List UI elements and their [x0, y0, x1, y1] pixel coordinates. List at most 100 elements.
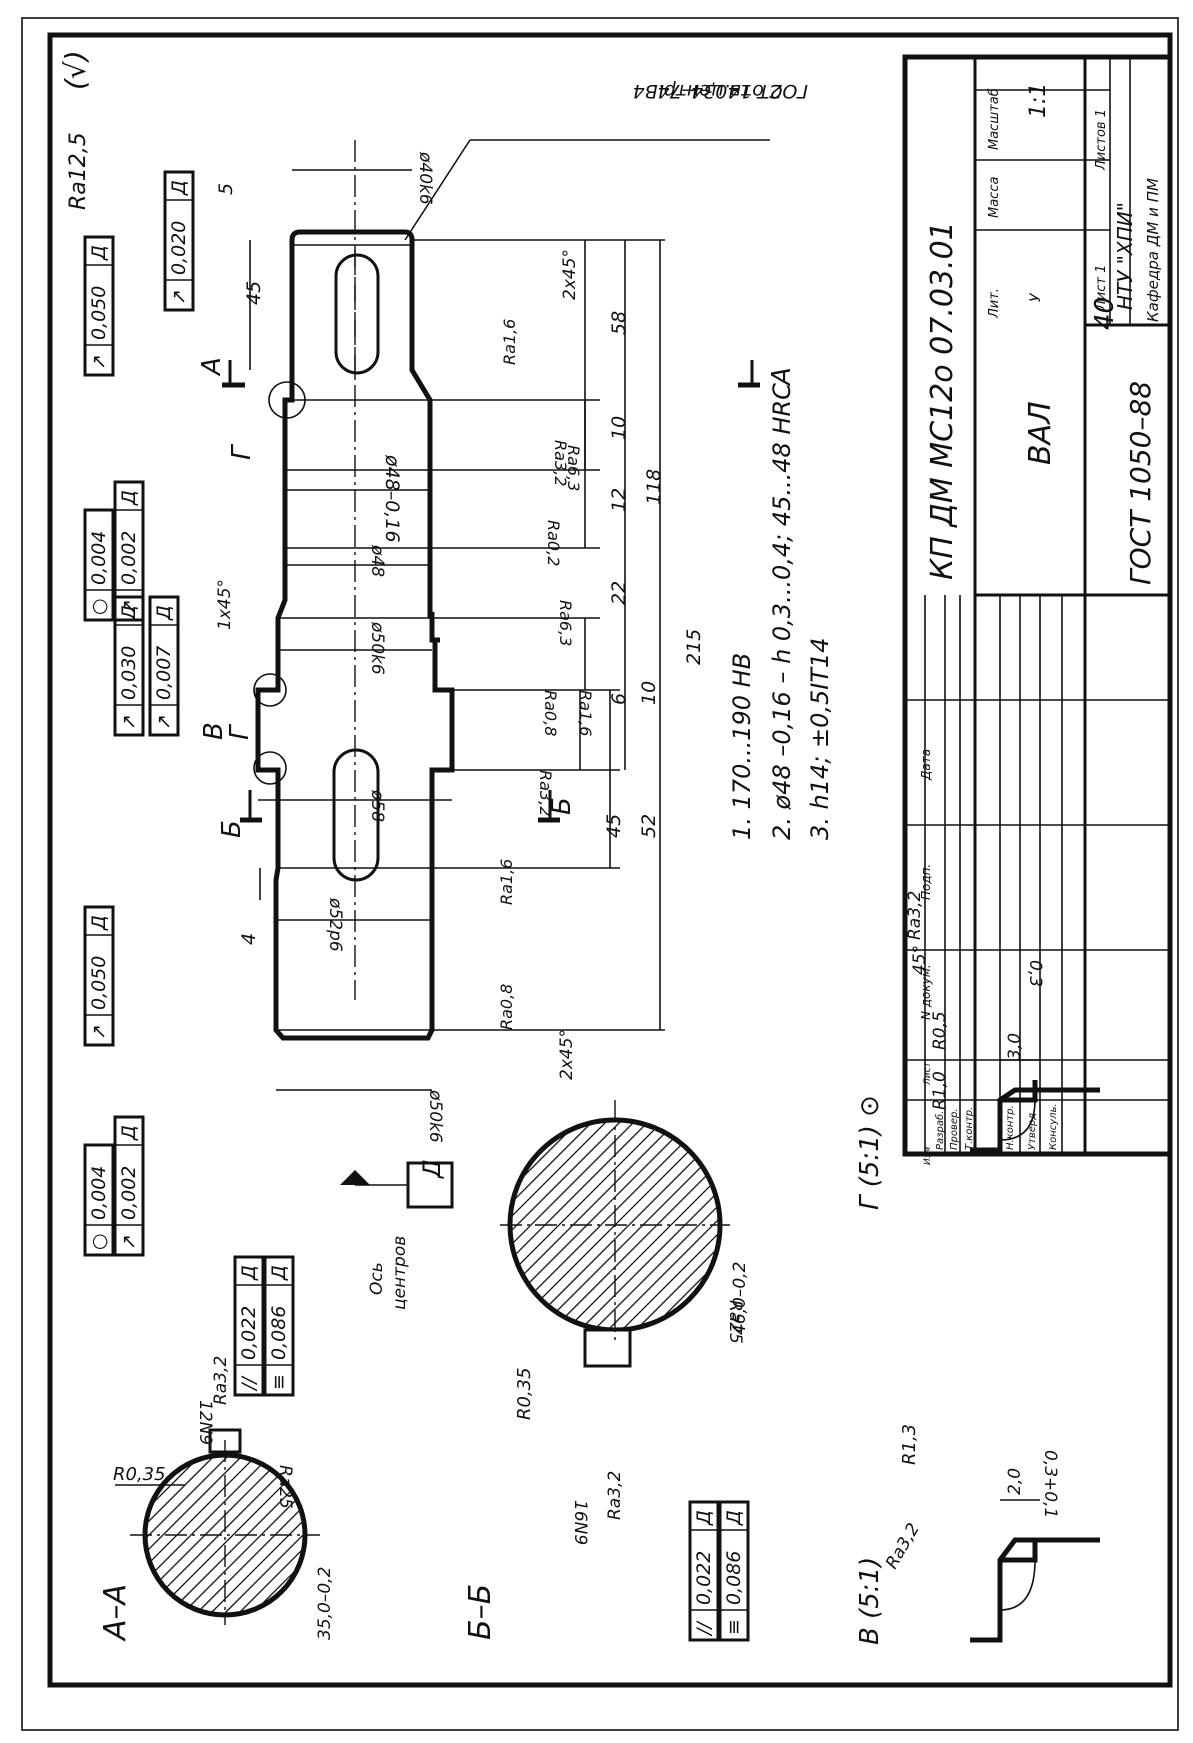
section-bb-radius: R0,35: [514, 1367, 535, 1420]
title-material-number: 40: [1090, 297, 1120, 330]
tolerance-symbol: ↗: [118, 714, 140, 730]
rev-header-list: Лист: [923, 1061, 933, 1086]
shaft-outline: [255, 229, 455, 1041]
tolerance-datum: Д: [693, 1510, 715, 1526]
hatch-line: [250, 1455, 305, 1615]
section-bb-roughness: Ra3,2: [605, 1471, 625, 1520]
general-roughness-check-icon: (√): [59, 50, 92, 90]
hatch-line: [510, 1120, 525, 1330]
detail-g-angle: 45°: [910, 945, 930, 975]
section-aa-keyway: 12N9: [195, 1400, 215, 1445]
center-hole-note-line2: ГОСТ 14034–74: [657, 80, 808, 102]
chamfer-middle: 1х45°: [215, 579, 235, 630]
tolerance-symbol: //: [238, 1375, 260, 1392]
detail-v-mark-circle-lower: [253, 751, 287, 785]
tolerance-datum: Д: [88, 245, 110, 261]
tolerance-value: 0,004: [88, 531, 110, 585]
roughness-ra16-mid: Ra1,6: [576, 690, 595, 736]
detail-mark-v: В: [199, 722, 229, 740]
section-aa-hatching: [145, 1455, 305, 1615]
role-developer: Разраб.: [934, 1111, 946, 1150]
rev-header-doc: N докум.: [919, 964, 933, 1020]
cut-mark-a-top: А: [197, 357, 227, 377]
general-roughness-value: Ra12,5: [66, 132, 91, 210]
title-scale-value: 1:1: [1026, 83, 1051, 118]
hatch-line: [621, 1120, 720, 1330]
hatch-line: [510, 1120, 567, 1330]
hatch-line: [236, 1455, 305, 1615]
role-norm-control: Н.контр.: [1005, 1105, 1016, 1150]
roughness-ra63-b: Ra6,3: [556, 600, 575, 646]
keyway-lower: [332, 748, 380, 882]
tolerance-value: 0,007: [153, 646, 175, 700]
tolerance-datum: Д: [168, 180, 190, 196]
rev-header-date: Дата: [919, 749, 933, 781]
detail-v-dim: 0,3+0,1: [1040, 1450, 1060, 1518]
tolerance-symbol: //: [693, 1620, 715, 1637]
roughness-ra02: Ra0,2: [544, 520, 563, 566]
dim-d48: ø48: [367, 544, 387, 577]
dim-length-12: 12: [608, 488, 630, 512]
roughness-ra08-lower: Ra0,8: [497, 984, 516, 1030]
detail-g-depth: 3,0: [1005, 1033, 1025, 1060]
dim-length-4: 4: [238, 933, 260, 945]
detail-mark-g-lower: Г: [225, 723, 255, 740]
detail-g-title: Г (5:1) ⊙: [855, 1095, 885, 1210]
tolerance-datum: Д: [268, 1265, 290, 1281]
tolerance-frame: ○ 0,004: [83, 508, 115, 622]
datum-triangle-icon: [340, 1170, 370, 1185]
tolerance-symbol: ≡: [723, 1619, 745, 1635]
tolerance-value: 0,050: [88, 956, 110, 1010]
tolerance-value: 0,086: [723, 1551, 745, 1605]
section-aa-roughness: Ra3,2: [211, 1356, 231, 1405]
tolerance-datum: Д: [118, 1125, 140, 1141]
tolerance-symbol: ○: [88, 598, 110, 615]
detail-g-radius1: R1,0: [930, 1071, 950, 1110]
cut-mark-b-top: Б: [217, 820, 247, 838]
tolerance-symbol: ↗: [168, 289, 190, 305]
tolerance-datum: Д: [153, 605, 175, 621]
detail-g-mark-circle: [268, 381, 306, 419]
hatch-line: [145, 1455, 272, 1615]
dim-length-6: 6: [608, 693, 630, 705]
roughness-ra63-a: Rа6,3: [564, 445, 583, 491]
tolerance-symbol: ○: [88, 1233, 110, 1250]
hatch-line: [510, 1120, 665, 1330]
dim-length-215: 215: [683, 629, 705, 665]
role-tech-control: Т.контр.: [964, 1107, 975, 1150]
hatch-line: [593, 1120, 720, 1330]
tolerance-value: 0,004: [88, 1166, 110, 1220]
shaft-main-view: ø40k6 ø48–0,16 ø48 ø50k6 ø58 ø52p6 ø50k6…: [197, 140, 797, 1143]
cut-mark-b-bottom: Б: [547, 797, 577, 815]
title-designation: КП ДМ МС12о 07.03.01: [925, 221, 960, 580]
title-sheet-label: Лист 1: [1094, 265, 1109, 311]
tolerance-symbol: ↗: [88, 1024, 110, 1040]
chamfer-top: 2х45°: [560, 249, 580, 300]
title-department: Кафедра ДМ и ПМ: [1144, 178, 1162, 322]
detail-v-mark-circle-upper: [253, 673, 287, 707]
axis-label-line2: центров: [390, 1236, 410, 1310]
hatch-line: [145, 1455, 244, 1615]
hatch-line: [635, 1120, 720, 1330]
detail-v: В (5:1) R1,3 Ra3,2 2,0 0,3+0,1: [855, 1424, 1100, 1645]
tolerance-value: 0,002: [118, 1166, 140, 1220]
roughness-ra08-upper: Ra0,8: [541, 690, 560, 736]
title-organization: НТУ "ХПИ": [1113, 202, 1137, 310]
dim-length-118: 118: [643, 469, 665, 505]
tolerance-symbol: ↗: [118, 599, 140, 615]
tolerance-symbol: ↗: [88, 354, 110, 370]
section-bb-title: Б–Б: [463, 1584, 498, 1640]
role-consultant: Консуль.: [1048, 1103, 1059, 1150]
detail-v-depth: 2,0: [1005, 1468, 1025, 1495]
chamfer-bottom: 2х45°: [557, 1029, 577, 1080]
detail-v-roughness: Ra3,2: [882, 1520, 924, 1573]
tolerance-value: 0,022: [238, 1306, 260, 1360]
